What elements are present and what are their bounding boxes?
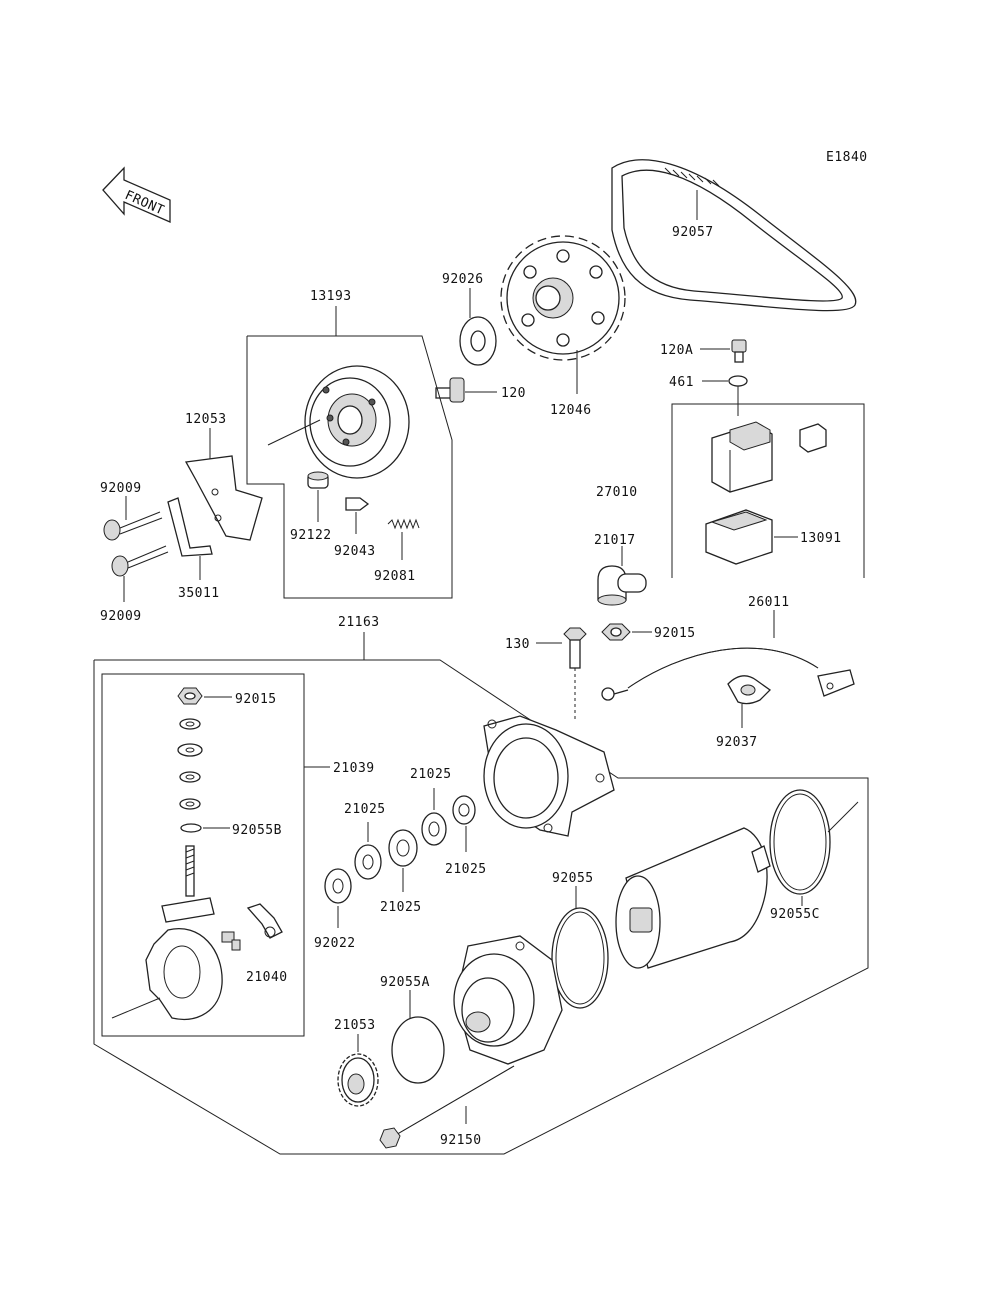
- label-92055A: 92055A: [380, 975, 430, 990]
- label-92055B: 92055B: [232, 823, 282, 838]
- label-92055: 92055: [552, 871, 594, 886]
- starter-clutch-13193: [304, 365, 410, 479]
- nut-92015-lower: [177, 687, 203, 705]
- label-13091: 13091: [800, 531, 842, 546]
- o-ring-92055C: [769, 789, 831, 895]
- bolt-120A: [731, 339, 747, 363]
- washer-stack-2: [177, 743, 203, 757]
- through-bolt-92150: [379, 1065, 515, 1149]
- label-120A: 120A: [660, 343, 693, 358]
- label-92122: 92122: [290, 528, 332, 543]
- brush-plate-21040: [145, 928, 241, 1020]
- relay-cover-13091: [705, 509, 773, 565]
- label-120: 120: [501, 386, 526, 401]
- washer-21025-b: [388, 829, 418, 867]
- washer-21025-c: [421, 812, 447, 846]
- label-92037: 92037: [716, 735, 758, 750]
- group-frame-21039: [101, 673, 305, 1037]
- label-12053: 12053: [185, 412, 227, 427]
- label-21025-d: 21025: [445, 862, 487, 877]
- label-92022: 92022: [314, 936, 356, 951]
- o-ring-92055B: [180, 823, 202, 833]
- washer-stack-4: [179, 798, 201, 810]
- sprocket-12046: [500, 235, 626, 361]
- label-13193: 13193: [310, 289, 352, 304]
- plunger-92043: [345, 497, 370, 511]
- label-26011: 26011: [748, 595, 790, 610]
- roller-92122: [307, 471, 329, 489]
- fuse-icon: [799, 423, 827, 453]
- starter-front-cover: [453, 935, 563, 1065]
- washer-21025-d: [452, 795, 476, 825]
- gear-21053: [337, 1053, 379, 1107]
- group-frame-13193: [246, 335, 453, 599]
- label-92043: 92043: [334, 544, 376, 559]
- diagram-code: E1840: [826, 150, 868, 165]
- label-21025-c: 21025: [410, 767, 452, 782]
- label-92055C: 92055C: [770, 907, 820, 922]
- bolt-120: [435, 377, 465, 403]
- nut-92015-upper: [601, 623, 631, 641]
- screw-92009-upper: [103, 511, 163, 541]
- screw-92009-lower: [111, 545, 169, 577]
- label-92009-lower: 92009: [100, 609, 142, 624]
- label-92150: 92150: [440, 1133, 482, 1148]
- o-ring-92055: [551, 907, 609, 1009]
- spring-92081: [387, 518, 420, 530]
- label-12046: 12046: [550, 403, 592, 418]
- cap-21017: [597, 565, 647, 606]
- front-arrow-icon: FRONT: [102, 166, 171, 223]
- brush-spring: [246, 903, 283, 939]
- bolt-130: [563, 627, 587, 669]
- washer-stack-3: [179, 771, 201, 783]
- label-21040: 21040: [246, 970, 288, 985]
- label-21163: 21163: [338, 615, 380, 630]
- starter-yoke: [615, 827, 771, 969]
- o-ring-92055A: [391, 1016, 445, 1084]
- label-92015-upper: 92015: [654, 626, 696, 641]
- washer-92022: [324, 868, 352, 904]
- starter-cable-26011: [601, 647, 855, 701]
- label-21025-a: 21025: [344, 802, 386, 817]
- label-21039: 21039: [333, 761, 375, 776]
- lever-35011: [167, 497, 213, 557]
- label-130: 130: [505, 637, 530, 652]
- label-27010: 27010: [596, 485, 638, 500]
- label-92009-upper: 92009: [100, 481, 142, 496]
- drive-belt: [611, 159, 857, 312]
- label-21053: 21053: [334, 1018, 376, 1033]
- group-frame-21163: [93, 659, 869, 1155]
- label-21017: 21017: [594, 533, 636, 548]
- label-92057: 92057: [672, 225, 714, 240]
- washer-21025-a: [354, 844, 382, 880]
- starter-relay: [711, 421, 773, 493]
- label-35011: 35011: [178, 586, 220, 601]
- starter-rear-housing: [483, 715, 615, 837]
- label-21025-b: 21025: [380, 900, 422, 915]
- bracket-12053: [184, 455, 263, 541]
- label-92015-lower: 92015: [235, 692, 277, 707]
- group-frame-27010: [671, 403, 865, 578]
- clamp-92037: [727, 675, 772, 705]
- label-92081: 92081: [374, 569, 416, 584]
- terminal-bolt: [161, 845, 215, 923]
- label-461: 461: [669, 375, 694, 390]
- label-92026: 92026: [442, 272, 484, 287]
- washer-461: [728, 375, 748, 387]
- washer-stack-1: [179, 718, 201, 730]
